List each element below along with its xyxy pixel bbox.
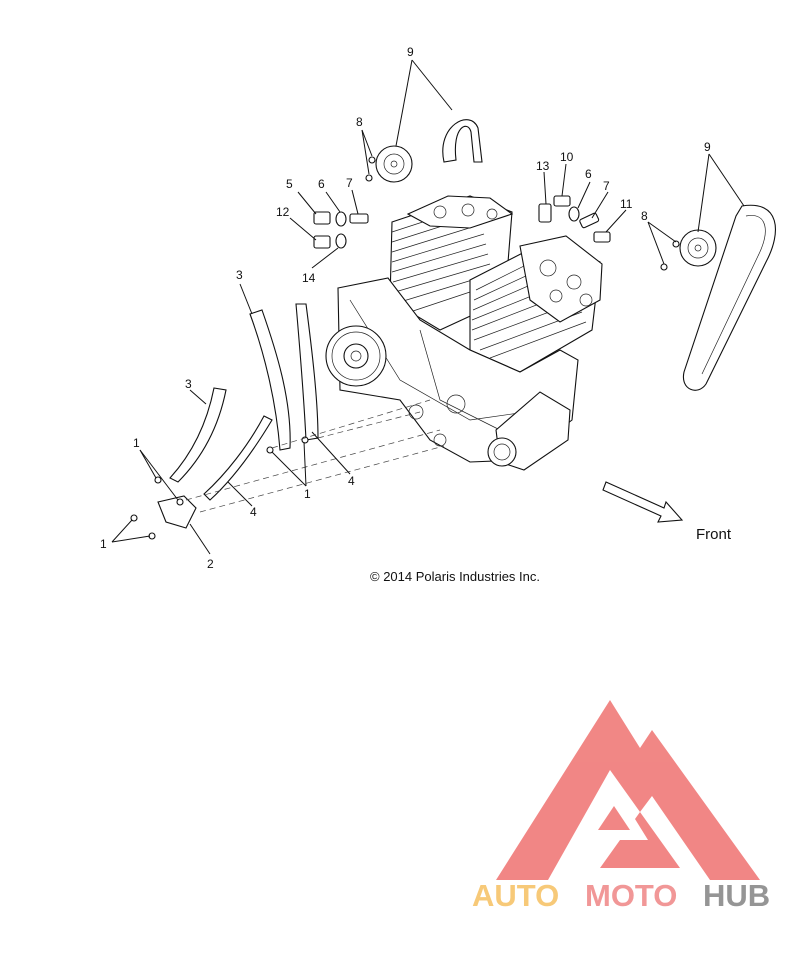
cam-sprocket-top	[375, 145, 413, 183]
part-2-tensioner	[157, 495, 197, 529]
right-tensioner-parts	[538, 195, 611, 243]
part-13	[538, 203, 552, 223]
logo-word-moto: MOTO	[585, 878, 677, 913]
callout-8-right: 8	[641, 209, 648, 223]
callout-5: 5	[286, 177, 293, 191]
engine-assembly	[325, 195, 603, 471]
front-direction-indicator: Front	[602, 481, 732, 543]
sprocket-bolt-right-a	[672, 240, 680, 248]
callout-7-left: 7	[346, 176, 353, 190]
guide-3-upper	[249, 309, 291, 451]
guide-bolts	[130, 436, 309, 540]
callout-6-left: 6	[318, 177, 325, 191]
guide-3-lower	[169, 387, 227, 483]
cam-sprocket-right	[679, 229, 717, 267]
guide-4-middle	[203, 415, 273, 501]
callout-13: 13	[536, 159, 550, 173]
part-7-left	[349, 213, 369, 224]
sprocket-bolt-top-a	[368, 156, 376, 164]
callout-14: 14	[302, 271, 316, 285]
right-cam-sprocket-group	[660, 204, 776, 391]
callout-4-right: 4	[348, 474, 355, 488]
callout-1-middle: 1	[304, 487, 311, 501]
callout-9-top: 9	[407, 45, 414, 59]
callout-6-right: 6	[585, 167, 592, 181]
part-7-right	[579, 212, 600, 229]
part-12	[313, 235, 331, 249]
callout-11: 11	[620, 197, 633, 211]
copyright-notice: © 2014 Polaris Industries Inc.	[370, 569, 540, 584]
sprocket-bolt-right-b	[660, 263, 668, 271]
automotohub-watermark-logo: AUTO MOTO HUB	[472, 700, 770, 913]
callout-2: 2	[207, 557, 214, 571]
callout-9-right: 9	[704, 140, 711, 154]
part-5	[313, 211, 331, 225]
sprocket-bolt-top-b	[365, 174, 373, 182]
part-14	[335, 233, 347, 249]
part-11	[593, 231, 611, 243]
callout-labels: 9 8 5 6 7 12 14 13 10 6 7 11 9 8 3 3 1 1…	[100, 45, 711, 571]
top-cam-sprocket-group	[365, 119, 483, 183]
part-6-left	[335, 211, 347, 227]
callout-1-lower: 1	[100, 537, 107, 551]
front-arrow-icon	[602, 481, 684, 523]
part-10	[553, 195, 571, 207]
logo-word-auto: AUTO	[472, 878, 559, 913]
alignment-lines	[185, 399, 445, 513]
callout-7-right: 7	[603, 179, 610, 193]
left-tensioner-parts	[313, 211, 369, 249]
callout-3-lower: 3	[185, 377, 192, 391]
front-label: Front	[696, 526, 732, 543]
logo-triangle-icon	[496, 700, 760, 880]
leader-lines	[111, 59, 745, 555]
guide-4-right	[295, 303, 319, 441]
part-6-right	[568, 206, 580, 222]
cam-chain-right	[682, 204, 776, 391]
callout-12: 12	[276, 205, 290, 219]
callout-10: 10	[560, 150, 574, 164]
callout-1-upper: 1	[133, 436, 140, 450]
chain-guides	[157, 303, 319, 529]
logo-word-hub: HUB	[703, 878, 770, 913]
cam-chain-top	[442, 119, 483, 163]
callout-8-top: 8	[356, 115, 363, 129]
callout-4-middle: 4	[250, 505, 257, 519]
callout-3-upper: 3	[236, 268, 243, 282]
